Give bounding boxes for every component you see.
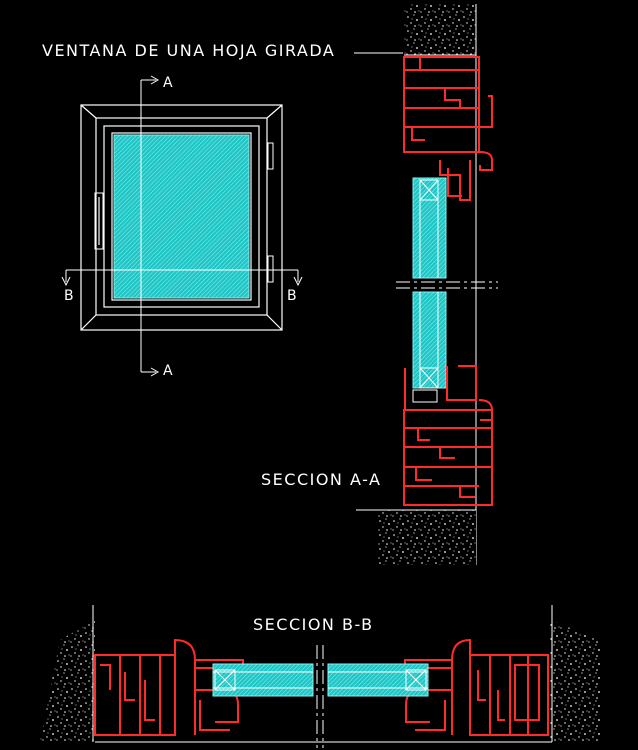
window-elevation [80,104,283,331]
aa-break-line [396,281,498,289]
section-marker-a-bottom: A [163,363,175,379]
aa-glass-upper [412,177,447,279]
section-marker-b-left: B [64,288,76,304]
section-bb-title: SECCION B-B [253,615,374,634]
bb-glass-left [212,663,314,697]
bb-break-line [316,645,324,748]
drawing-title: VENTANA DE UNA HOJA GIRADA [42,41,336,60]
wall-top [404,4,476,55]
wall-bottom [378,510,476,565]
section-line-bb [61,269,303,287]
handle [94,192,104,250]
elevation-glass [113,134,250,299]
bb-glass-right [327,663,429,697]
inner-frame [95,117,268,316]
bb-wall-left [40,620,95,742]
hinge-bottom [267,255,274,283]
aa-bottom-profile [403,365,493,506]
section-marker-a-top: A [163,75,175,91]
aa-glass-lower [412,291,447,389]
sash-frame [103,125,260,308]
aa-top-profile [403,56,493,201]
section-aa-title: SECCION A-A [261,470,382,489]
section-marker-b-right: B [287,288,299,304]
bb-wall-right [550,620,600,742]
section-line-aa [140,75,160,377]
hinge-top [267,142,274,170]
outer-frame [80,104,283,331]
